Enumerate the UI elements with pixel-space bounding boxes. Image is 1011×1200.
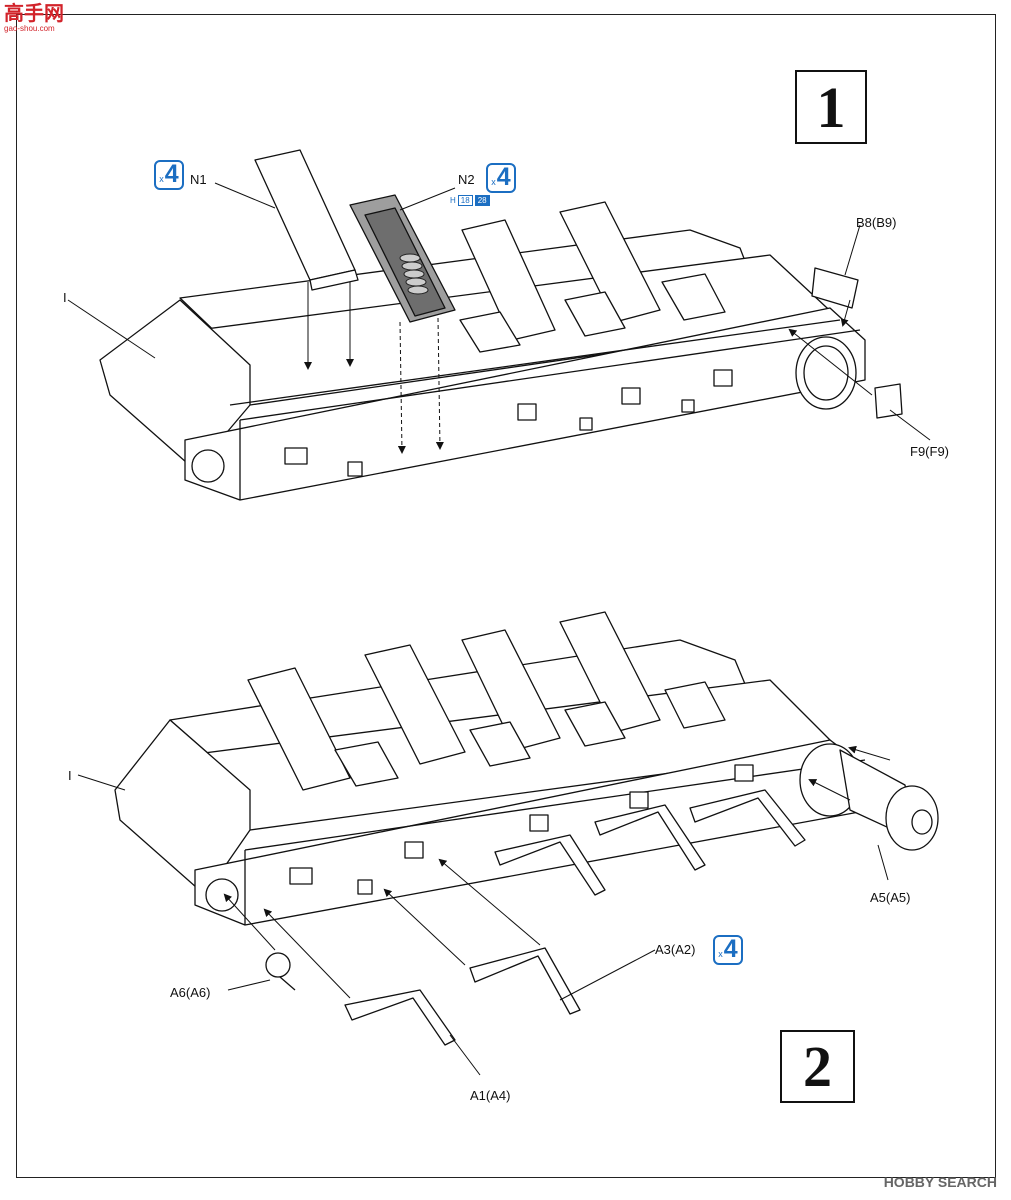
step1-leaf-springs	[459, 201, 726, 353]
step-1-number-box: 1	[795, 70, 867, 144]
site-watermark-title: 高手网	[4, 3, 64, 25]
qty-count: 4	[723, 935, 738, 963]
step-2-number-box: 2	[780, 1030, 855, 1103]
label-n2: N2	[458, 172, 475, 187]
qty-x: x	[159, 174, 164, 184]
part-b8	[811, 267, 859, 309]
qty-count: 4	[496, 163, 511, 191]
chip-18: 18	[457, 195, 473, 206]
step2-leaf-springs	[247, 611, 726, 791]
part-a5	[799, 743, 939, 851]
label-a3: A3(A2)	[655, 942, 696, 957]
site-watermark: 高手网 gao-shou.com	[4, 4, 64, 33]
label-a6: A6(A6)	[170, 985, 211, 1000]
hobby-search-watermark: HOBBY SEARCH	[883, 1174, 997, 1190]
step1-arm-mounts	[191, 369, 733, 483]
qty-x: x	[718, 949, 723, 959]
part-f9	[874, 383, 903, 419]
site-watermark-url: gao-shou.com	[4, 24, 55, 33]
label-n1: N1	[190, 172, 207, 187]
step1-sprocket-mount	[795, 336, 857, 410]
qty-count: 4	[164, 160, 179, 188]
label-a1: A1(A4)	[470, 1088, 511, 1103]
chip-28: 28	[474, 195, 490, 206]
part-n1	[254, 149, 359, 291]
label-i-step2: I	[68, 768, 72, 783]
label-i-step1: I	[63, 290, 67, 305]
label-b8: B8(B9)	[856, 215, 897, 230]
n2-sprue-chips: H 18 28	[450, 195, 490, 206]
chip-h: H	[450, 196, 456, 205]
step1-leaders	[67, 182, 931, 454]
label-f9: F9(F9)	[910, 444, 949, 459]
step2-road-arms	[205, 764, 806, 1046]
step-2-number: 2	[803, 1034, 832, 1099]
label-a5: A5(A5)	[870, 890, 911, 905]
part-n2	[349, 194, 456, 323]
step-1-number: 1	[816, 74, 846, 140]
instruction-sheet-frame	[16, 14, 996, 1178]
qty-x: x	[491, 177, 496, 187]
step2-leaders	[77, 745, 891, 1076]
